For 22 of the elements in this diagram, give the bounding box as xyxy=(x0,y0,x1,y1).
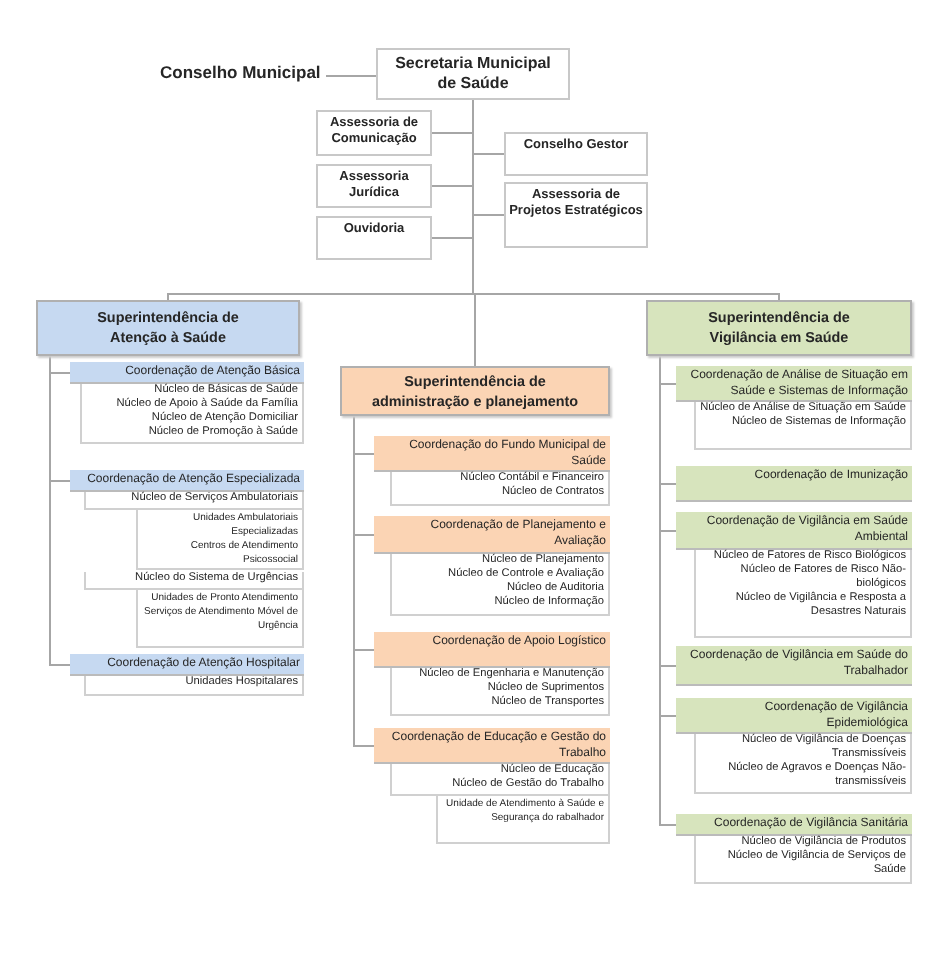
unit-list-panel xyxy=(390,554,610,616)
connector-line xyxy=(353,415,375,747)
unit-list-panel xyxy=(694,836,912,884)
unit-list-panel xyxy=(84,492,304,510)
unit-list-panel xyxy=(136,510,304,570)
connector-line xyxy=(659,355,677,826)
unit-list-panel xyxy=(694,734,912,794)
unit-list-panel xyxy=(390,668,610,716)
unit-list-panel xyxy=(80,384,304,444)
unit-list-panel xyxy=(390,764,610,796)
unit-list-panel xyxy=(436,796,610,844)
connector-line xyxy=(472,99,780,301)
connector-line xyxy=(49,355,71,666)
unit-list-panel xyxy=(694,402,912,450)
unit-list-panel xyxy=(84,676,304,696)
unit-list-panel xyxy=(390,472,610,506)
unit-list-panel xyxy=(84,572,304,590)
unit-list-panel xyxy=(136,590,304,648)
org-box: Secretaria Municipal de Saúde xyxy=(376,48,570,100)
unit-list-panel xyxy=(694,550,912,638)
connector-line xyxy=(325,75,377,77)
body-name: Conselho Municipal xyxy=(160,62,321,82)
